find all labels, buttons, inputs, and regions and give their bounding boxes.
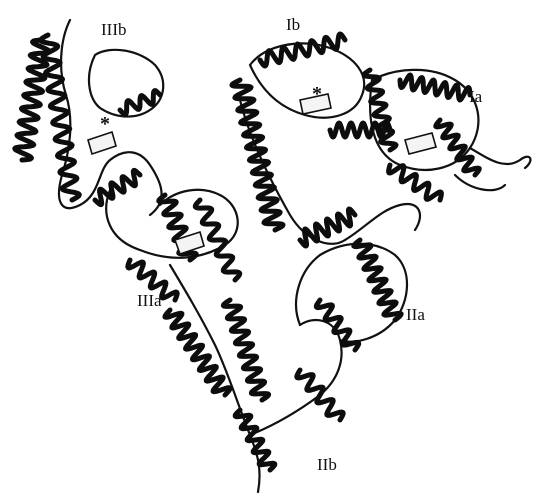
label-domain-IIIb: IIIb (101, 20, 126, 39)
helix-IIb-1 (165, 310, 230, 395)
label-domain-Ia: Ia (469, 87, 483, 106)
label-domain-IIb: IIb (317, 455, 337, 474)
helix-IIb-4 (297, 370, 343, 420)
helix-Ia-1 (400, 75, 470, 100)
beta-strand-IIIb (88, 132, 116, 154)
helix-IIa-2 (354, 240, 401, 320)
helix-IIIb-outer-2 (41, 35, 80, 200)
alpha-helices (15, 34, 479, 470)
asterisk-site-domain-III: * (100, 113, 110, 135)
label-domain-IIa: IIa (406, 305, 425, 324)
label-domain-Ib: Ib (286, 15, 300, 34)
label-domain-IIIa: IIIa (137, 291, 162, 310)
helix-IIa-3 (316, 300, 358, 350)
helix-IIb-3 (235, 410, 275, 470)
asterisk-site-domain-I: * (312, 83, 322, 105)
beta-strand-Ia (405, 133, 436, 154)
helix-IIIb-top (120, 91, 160, 115)
helix-IIb-2 (223, 300, 268, 400)
helix-IIa-1 (300, 209, 355, 246)
